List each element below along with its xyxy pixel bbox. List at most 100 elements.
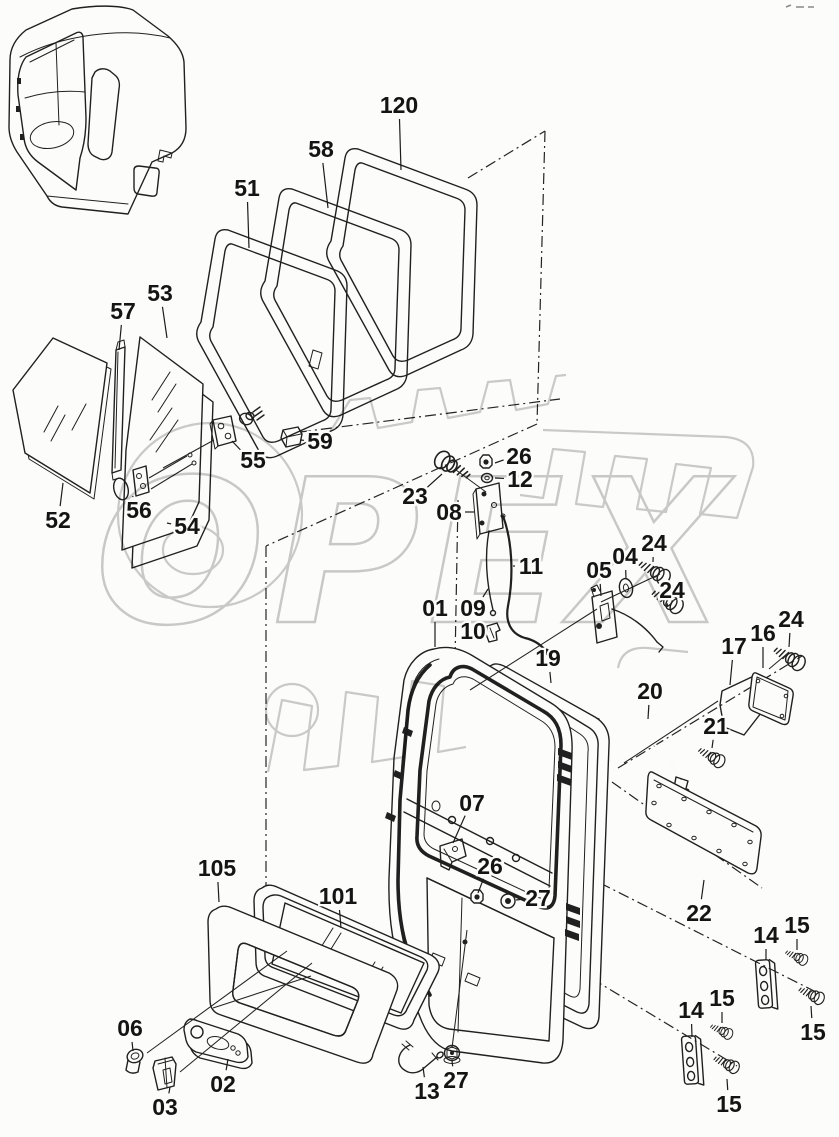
part-label: 23 bbox=[402, 483, 428, 509]
label-leader bbox=[452, 815, 466, 844]
part-label: 24 bbox=[659, 577, 685, 603]
hinge-14-upper bbox=[754, 958, 779, 1012]
label-leader bbox=[246, 201, 250, 249]
plate-22 bbox=[645, 771, 762, 875]
construction-lines bbox=[265, 130, 817, 1067]
label-leader bbox=[810, 1005, 813, 1019]
window-frame-105 bbox=[207, 905, 399, 1064]
label-leader bbox=[494, 459, 504, 464]
latch-05 bbox=[590, 584, 664, 653]
hinge-14-lower bbox=[680, 1034, 705, 1088]
part-label: 51 bbox=[234, 175, 260, 201]
part-label: 13 bbox=[414, 1078, 440, 1104]
part-label: 27 bbox=[443, 1067, 469, 1093]
part-label: 10 bbox=[460, 618, 486, 644]
part-label: 52 bbox=[45, 507, 71, 533]
label-leader bbox=[231, 440, 242, 452]
watermark-gear-circle bbox=[116, 421, 304, 609]
part-label: 11 bbox=[519, 553, 544, 579]
part-label: 21 bbox=[703, 713, 729, 739]
rod-09 bbox=[485, 530, 497, 617]
watermark-band-right bbox=[519, 428, 755, 520]
screw-15-d bbox=[711, 1051, 742, 1076]
watermark-teeth-bottom bbox=[266, 679, 467, 773]
label-leader bbox=[647, 704, 650, 720]
rod-13 bbox=[398, 1040, 444, 1074]
grommet-06 bbox=[125, 1048, 144, 1074]
part-label: 54 bbox=[174, 513, 200, 539]
part-label: 15 bbox=[709, 985, 735, 1011]
label-leader bbox=[161, 306, 168, 339]
cab-door-frame bbox=[17, 31, 87, 191]
part-label: 07 bbox=[459, 790, 485, 816]
assembly-axes bbox=[146, 439, 789, 1073]
part-label: 08 bbox=[436, 499, 462, 525]
plate-02 bbox=[183, 1018, 253, 1070]
label-leader bbox=[788, 632, 791, 648]
label-leader bbox=[427, 473, 443, 488]
label-leader bbox=[729, 659, 733, 686]
part-label: 59 bbox=[307, 428, 333, 454]
label-leader bbox=[118, 324, 122, 351]
label-leader bbox=[700, 879, 705, 900]
label-leader bbox=[225, 1058, 229, 1071]
label-leader bbox=[451, 1060, 454, 1067]
label-leader bbox=[338, 909, 342, 929]
screw-15-b bbox=[796, 982, 827, 1007]
part-label: 24 bbox=[778, 606, 804, 632]
label-leader bbox=[398, 118, 402, 171]
part-label: 12 bbox=[507, 466, 533, 492]
clip-59 bbox=[280, 426, 303, 448]
watermark: OPEX bbox=[94, 373, 755, 773]
part-label: 17 bbox=[721, 633, 747, 659]
label-leader bbox=[131, 1041, 134, 1052]
part-label: 15 bbox=[800, 1019, 826, 1045]
label-leader bbox=[482, 588, 489, 598]
bracket-07 bbox=[439, 838, 467, 871]
door-lower-panel bbox=[426, 877, 555, 1042]
label-leader bbox=[217, 881, 220, 903]
label-leader bbox=[477, 878, 485, 894]
label-leader bbox=[549, 671, 552, 684]
hinge-55 bbox=[209, 406, 265, 450]
part-label: 58 bbox=[308, 136, 334, 162]
part-label: 06 bbox=[117, 1015, 143, 1041]
part-label: 53 bbox=[147, 280, 173, 306]
part-label: 22 bbox=[686, 900, 712, 926]
glass-52 bbox=[12, 337, 112, 500]
part-label: 14 bbox=[678, 997, 704, 1023]
label-leader bbox=[726, 1078, 729, 1091]
label-leader bbox=[59, 482, 64, 507]
part-label: 24 bbox=[641, 530, 667, 556]
part-label: 26 bbox=[477, 853, 503, 879]
grommet-27-door bbox=[500, 893, 516, 909]
part-label: 01 bbox=[422, 595, 448, 621]
watermark-teeth-top bbox=[329, 373, 567, 433]
label-leader bbox=[422, 1066, 425, 1078]
plate-16 bbox=[748, 672, 794, 726]
part-label: 05 bbox=[586, 557, 612, 583]
label-leader bbox=[599, 583, 602, 597]
nut-26-door bbox=[470, 889, 484, 904]
window-frame-58 bbox=[260, 187, 412, 418]
watermark-text: OPEX bbox=[95, 437, 735, 670]
label-leader bbox=[711, 739, 714, 749]
screw-15-c bbox=[708, 1020, 736, 1042]
frame-58-tab bbox=[308, 349, 323, 370]
nut-26-upper bbox=[479, 454, 493, 469]
part-label: 105 bbox=[198, 855, 237, 881]
label-leader bbox=[322, 162, 329, 209]
part-label: 09 bbox=[460, 595, 486, 621]
label-leader bbox=[515, 898, 523, 901]
part-label: 16 bbox=[750, 620, 776, 646]
scan-artifact bbox=[785, 4, 814, 8]
part-label: 14 bbox=[753, 922, 779, 948]
door-window-seal bbox=[415, 664, 563, 910]
clip-03 bbox=[152, 1056, 177, 1091]
bracket-08 bbox=[472, 482, 504, 540]
part-label: 55 bbox=[240, 447, 266, 473]
label-leader bbox=[166, 522, 172, 525]
part-label: 56 bbox=[126, 497, 152, 523]
